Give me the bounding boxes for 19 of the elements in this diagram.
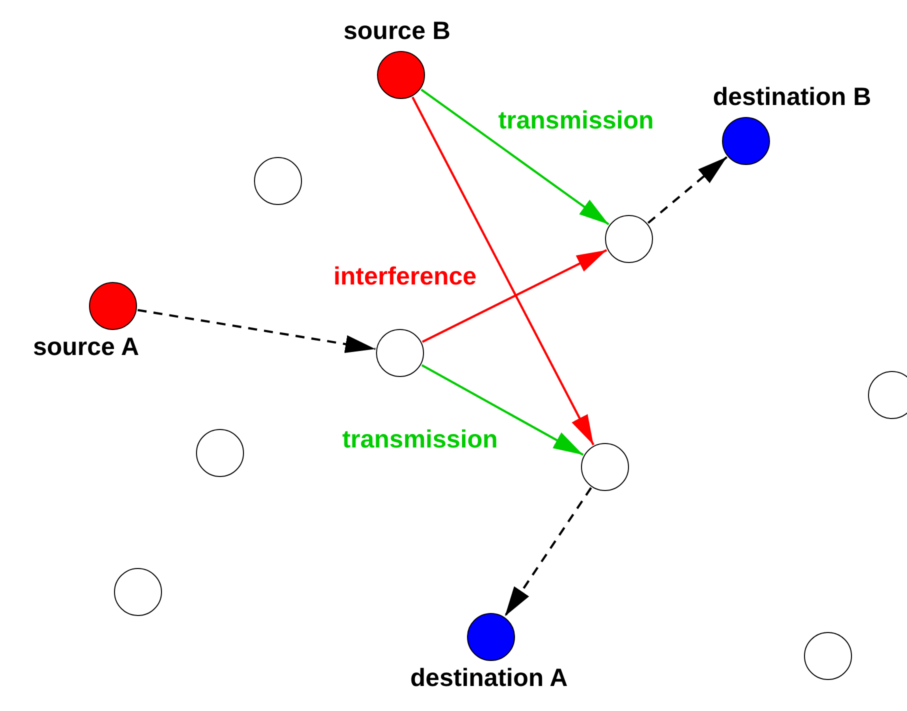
node-label: source A bbox=[32, 333, 140, 362]
circle-node bbox=[196, 429, 244, 477]
circle-node bbox=[804, 632, 852, 680]
circle-node bbox=[868, 371, 907, 419]
arrow bbox=[412, 96, 594, 446]
node-label: destination B bbox=[712, 83, 872, 112]
circle-node bbox=[254, 157, 302, 205]
arrow bbox=[504, 487, 592, 617]
circle-node bbox=[114, 568, 162, 616]
circle-node bbox=[581, 443, 629, 491]
circle-node bbox=[376, 329, 424, 377]
arrow bbox=[647, 156, 728, 224]
node-label: source B bbox=[344, 17, 450, 46]
node-label: destination A bbox=[410, 664, 568, 693]
arrow bbox=[138, 308, 376, 353]
arrow bbox=[422, 249, 608, 343]
arrow bbox=[420, 88, 610, 226]
circle-node bbox=[605, 215, 653, 263]
arrow bbox=[421, 364, 584, 456]
